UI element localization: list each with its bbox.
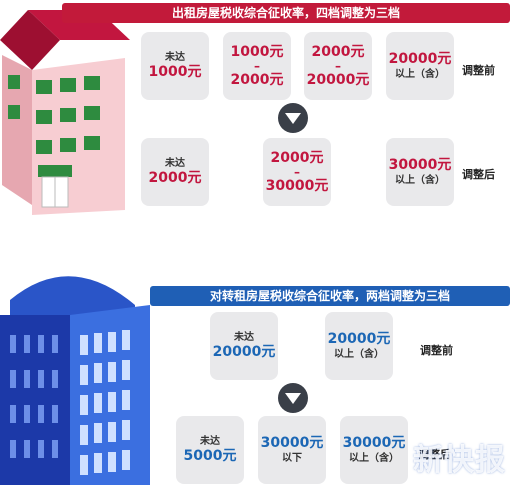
s1-after-box-2: 2000元 – 30000元: [263, 138, 331, 206]
s1-after-box-1: 未达 2000元: [141, 138, 209, 206]
s1-before-box-4: 20000元 以上（含）: [386, 32, 454, 100]
blue-building-illustration: [0, 276, 150, 485]
s2-before-box-2: 20000元 以上（含）: [325, 312, 393, 380]
s1-before-box-2: 1000元 – 2000元: [223, 32, 291, 100]
s1-before-box-1: 未达 1000元: [141, 32, 209, 100]
s2-after-label: 调整后: [418, 448, 451, 461]
watermark-logo: 新快报: [413, 443, 506, 478]
section2-title: 对转租房屋税收综合征收率，两档调整为三档: [150, 286, 510, 306]
s1-after-box-3: 30000元 以上（含）: [386, 138, 454, 206]
s2-after-box-3: 30000元 以上（含）: [340, 416, 408, 484]
pink-building-illustration: [0, 10, 130, 215]
down-arrow-icon: [278, 103, 308, 133]
s2-after-box-2: 30000元 以下: [258, 416, 326, 484]
s2-after-box-1: 未达 5000元: [176, 416, 244, 484]
down-arrow-icon: [278, 383, 308, 413]
s1-after-label: 调整后: [462, 168, 495, 181]
s1-before-label: 调整前: [462, 64, 495, 77]
s2-before-label: 调整前: [420, 344, 453, 357]
s2-before-box-1: 未达 20000元: [210, 312, 278, 380]
s1-before-box-3: 2000元 – 20000元: [304, 32, 372, 100]
section1-title: 出租房屋税收综合征收率，四档调整为三档: [62, 3, 510, 23]
